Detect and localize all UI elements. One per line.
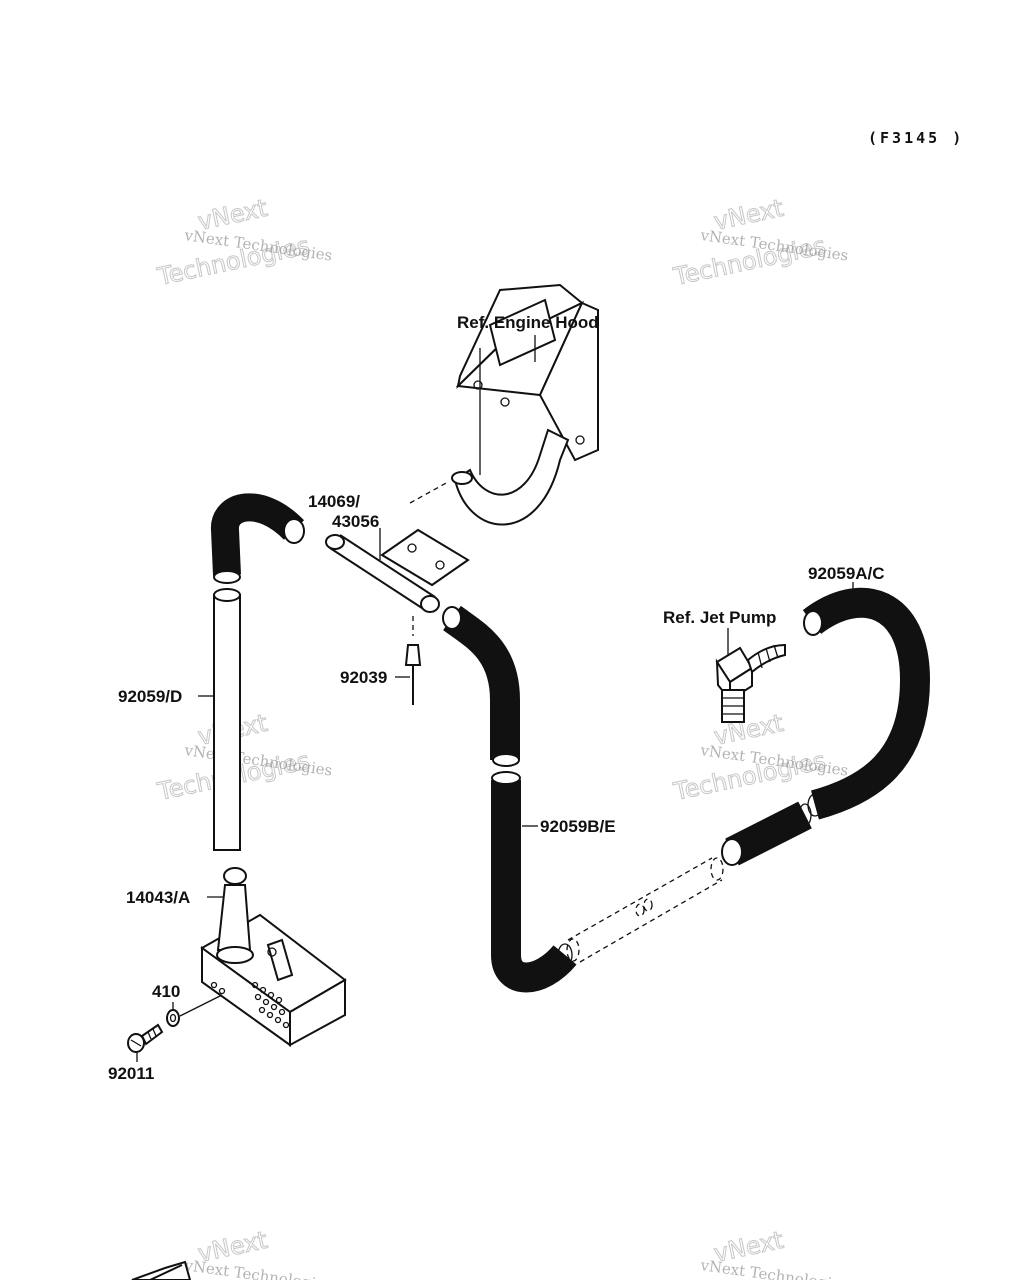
label-410: 410 (152, 982, 180, 1001)
watermark-top-right: vNext Technologies vNext Technologies (670, 193, 850, 291)
watermark-bottom-left: vNext vNext Technologies (182, 1225, 333, 1280)
watermark-mid-left: vNext Technologies vNext Technologies (154, 708, 334, 806)
screw-92011 (127, 1023, 164, 1053)
jet-pump-fitting (715, 643, 786, 723)
hose-92059d-lower (213, 588, 241, 851)
leader-line (409, 481, 449, 504)
washer-410-hole (169, 1013, 177, 1023)
watermark-text: vNext Technologies (698, 1256, 849, 1280)
label-92059d: 92059/D (118, 687, 182, 706)
washer-410 (166, 1009, 180, 1027)
dashed-connector (566, 857, 724, 963)
engine-hood-bracket (451, 283, 599, 526)
label-14069: 14069/ (308, 492, 360, 511)
rivet-92039 (404, 616, 422, 705)
leader-line (179, 994, 223, 1017)
label-14043: 14043/A (126, 888, 190, 907)
partial-arrow (131, 1260, 192, 1280)
label-43056: 43056 (332, 512, 379, 531)
pipe-14069 (325, 528, 470, 613)
label-92059ac: 92059A/C (808, 564, 885, 583)
label-engine-hood: Ref. Engine Hood (457, 313, 599, 332)
label-92011: 92011 (108, 1064, 154, 1083)
hose-92059ac-long (802, 587, 931, 820)
watermark-text: vNext Technologies (182, 1256, 333, 1280)
watermark-bottom-right: vNext vNext Technologies (698, 1225, 849, 1280)
label-92039: 92039 (340, 668, 387, 687)
hose-92059ac-short (721, 801, 812, 866)
hose-92059d-upper (211, 493, 305, 584)
label-92059be: 92059B/E (540, 817, 616, 836)
diagram-code: (F3145 ) (868, 129, 964, 147)
hose-92059be-upper (442, 605, 520, 767)
label-jet-pump: Ref. Jet Pump (663, 608, 776, 627)
watermark-top-left: vNext Technologies vNext Technologies (154, 193, 334, 291)
hose-92059be-lower (491, 771, 577, 993)
strainer-14043 (200, 867, 347, 1047)
